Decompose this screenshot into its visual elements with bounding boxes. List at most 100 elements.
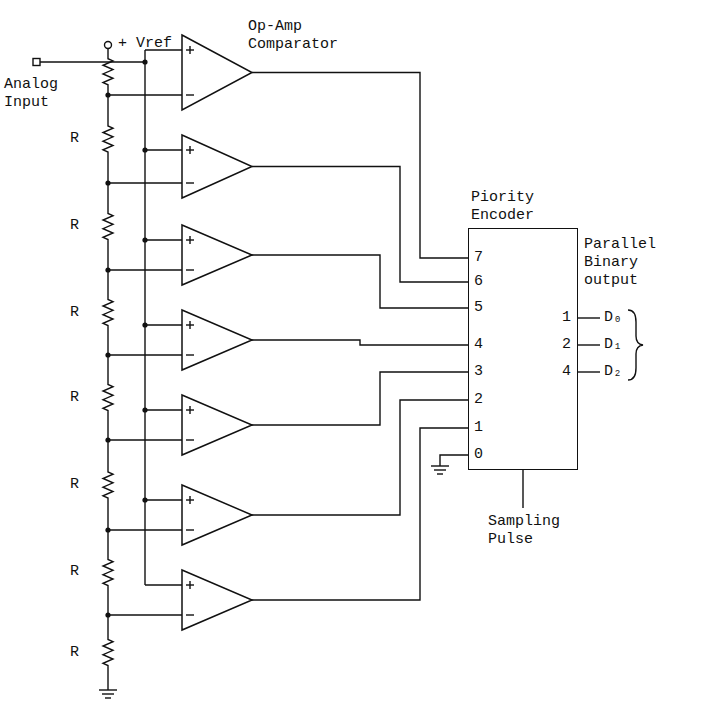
resistor-symbol [103, 183, 113, 270]
reference-wire [108, 269, 182, 270]
reference-wire [108, 439, 182, 440]
pin-number: 6 [474, 273, 483, 291]
input-wire [145, 239, 182, 240]
plus-mark [189, 46, 190, 54]
junction-dot [142, 59, 147, 64]
brace-bracket [628, 310, 643, 380]
reference-wire [108, 614, 182, 615]
encoder-box: Piority Encoder [468, 228, 578, 470]
comparator-symbol [182, 35, 252, 110]
minus-mark [186, 439, 194, 440]
comparator-label: Op-Amp Comparator [248, 18, 348, 54]
comparator-symbol [182, 570, 252, 630]
plus-mark [189, 406, 190, 414]
minus-mark [186, 529, 194, 530]
plus-mark [189, 581, 190, 589]
plus-mark [189, 496, 190, 504]
sampling-label: Sampling Pulse [488, 513, 578, 549]
comparator-output-wire [252, 255, 468, 308]
junction-dot [142, 497, 147, 502]
comparator-output-wire [252, 167, 468, 283]
minus-mark [186, 182, 194, 183]
ground-symbol [105, 697, 111, 698]
resistor-symbol [103, 440, 113, 530]
vref-terminal [105, 42, 112, 49]
output-wire [578, 344, 600, 345]
resistor-symbol [103, 49, 113, 96]
comparator-output-wire [252, 340, 468, 345]
comparator-output-wire [252, 400, 468, 515]
ground-symbol [99, 689, 117, 690]
input-wire [145, 149, 182, 150]
resistor-symbol [103, 530, 113, 615]
ground-symbol [102, 693, 114, 694]
reference-wire [108, 529, 182, 530]
resistor-label: R [70, 130, 79, 148]
plus-mark [189, 236, 190, 244]
input-wire [145, 324, 182, 325]
reference-wire [108, 94, 182, 95]
minus-mark [186, 354, 194, 355]
resistor-symbol [103, 355, 113, 440]
resistor-label: R [70, 217, 79, 235]
reference-wire [108, 354, 182, 355]
comparator-output-wire [252, 73, 468, 259]
reference-label: + Vref [118, 35, 172, 53]
output-label: Parallel Binary output [584, 236, 668, 290]
analog-input-wire [40, 61, 145, 62]
comparator-symbol [182, 310, 252, 370]
analog-bus [144, 50, 145, 585]
comparator-output-wire [252, 428, 468, 600]
pin-number: 4 [562, 363, 571, 381]
input-wire [145, 584, 182, 585]
junction-dot [105, 527, 110, 532]
ground-symbol [431, 465, 449, 466]
comparator-symbol [182, 395, 252, 455]
junction-dot [142, 147, 147, 152]
pin-number: 3 [474, 363, 483, 381]
comparator-output-wire [252, 372, 468, 425]
resistor-label: R [70, 644, 79, 662]
output-wire [578, 371, 600, 372]
pin-number: 1 [562, 309, 571, 327]
pin-number: 7 [474, 249, 483, 267]
resistor-symbol [103, 615, 113, 690]
ground-symbol [437, 473, 443, 474]
resistor-label: R [70, 476, 79, 494]
resistor-label: R [70, 389, 79, 407]
minus-mark [186, 269, 194, 270]
pin-number: 4 [474, 336, 483, 354]
ground-wire [440, 455, 468, 466]
input-wire [145, 499, 182, 500]
junction-dot [142, 407, 147, 412]
minus-mark [186, 94, 194, 95]
encoder-title: Piority Encoder [471, 189, 571, 225]
pin-number: 5 [474, 299, 483, 317]
pin-number: 1 [474, 419, 483, 437]
junction-dot [142, 322, 147, 327]
resistor-label: R [70, 304, 79, 322]
junction-dot [105, 180, 110, 185]
output-wire [578, 317, 600, 318]
input-label: Analog Input [4, 76, 66, 112]
junction-dot [105, 352, 110, 357]
junction-dot [142, 237, 147, 242]
signal-name: D₁ [604, 336, 622, 354]
signal-name: D₂ [604, 363, 622, 381]
pin-number: 2 [562, 336, 571, 354]
comparator-symbol [182, 135, 252, 198]
resistor-label: R [70, 563, 79, 581]
junction-dot [105, 612, 110, 617]
signal-name: D₀ [604, 309, 622, 327]
ground-symbol [434, 469, 446, 470]
minus-mark [186, 614, 194, 615]
junction-dot [105, 92, 110, 97]
input-terminal [33, 59, 40, 66]
pin-number: 0 [474, 446, 483, 464]
input-wire [145, 409, 182, 410]
sampling-wire [522, 470, 523, 508]
comparator-symbol [182, 485, 252, 545]
